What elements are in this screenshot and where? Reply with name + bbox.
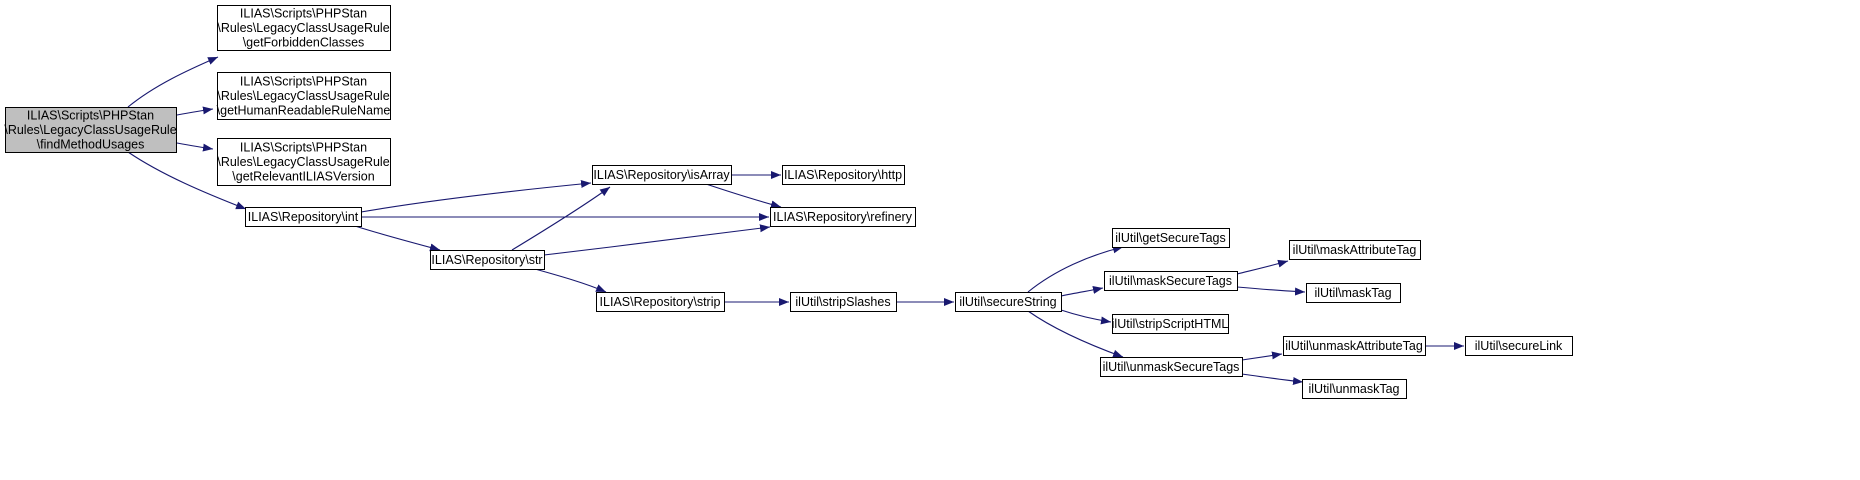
node-box	[1112, 228, 1230, 248]
node-label-line: \getHumanReadableRuleName	[217, 104, 391, 118]
node-label-line: ILIAS\Repository\http	[784, 168, 902, 182]
node-int[interactable]: ILIAS\Repository\int	[245, 207, 362, 227]
edge-unmasksecuretags-to-unmaskattr	[1241, 351, 1283, 361]
edge-str-to-isarray	[511, 186, 611, 251]
node-label-line: \findMethodUsages	[37, 138, 145, 152]
node-str[interactable]: ILIAS\Repository\str	[430, 250, 545, 270]
node-refinery[interactable]: ILIAS\Repository\refinery	[770, 207, 916, 227]
edge-masksecuretags-to-masktag	[1236, 286, 1306, 296]
node-box	[1302, 379, 1407, 399]
edge-str-to-strip	[534, 268, 607, 293]
node-relevant[interactable]: ILIAS\Scripts\PHPStan\Rules\LegacyClassU…	[217, 138, 391, 186]
node-label-line: ilUtil\stripSlashes	[795, 295, 890, 309]
edge-str-to-refinery	[543, 224, 771, 256]
node-label-line: ilUtil\maskSecureTags	[1109, 274, 1232, 288]
node-box	[1465, 336, 1573, 356]
node-box	[782, 165, 905, 185]
node-box	[430, 250, 545, 270]
node-unmasksecuretags[interactable]: ilUtil\unmaskSecureTags	[1100, 357, 1243, 377]
node-label-line: \getForbiddenClasses	[243, 36, 365, 50]
edge-find-to-relevant	[176, 142, 214, 152]
edge-securestring-to-masksecuretags	[1060, 286, 1104, 297]
node-box	[1112, 314, 1229, 334]
node-label-line: ilUtil\getSecureTags	[1115, 231, 1225, 245]
node-box	[1289, 240, 1421, 260]
node-box	[596, 292, 725, 312]
node-label-line: ilUtil\maskTag	[1314, 286, 1391, 300]
node-box	[790, 292, 897, 312]
edge-securestring-to-stripscript	[1060, 309, 1112, 325]
node-box	[1100, 357, 1243, 377]
edge-find-to-forbidden	[127, 56, 219, 108]
node-label-line: ILIAS\Scripts\PHPStan	[240, 75, 367, 89]
node-label-line: ilUtil\unmaskSecureTags	[1103, 360, 1240, 374]
node-isarray[interactable]: ILIAS\Repository\isArray	[592, 165, 732, 185]
edge-int-to-isarray	[360, 180, 592, 213]
node-stripslashes[interactable]: ilUtil\stripSlashes	[790, 292, 897, 312]
node-label-line: ilUtil\secureString	[959, 295, 1056, 309]
node-securelink[interactable]: ilUtil\secureLink	[1465, 336, 1573, 356]
node-box	[592, 165, 732, 185]
edges-layer	[127, 56, 1464, 385]
node-label-line: ILIAS\Scripts\PHPStan	[240, 141, 367, 155]
node-maskattr[interactable]: ilUtil\maskAttributeTag	[1289, 240, 1421, 260]
node-box	[770, 207, 916, 227]
node-getsecuretags[interactable]: ilUtil\getSecureTags	[1112, 228, 1230, 248]
node-label-line: ilUtil\secureLink	[1475, 339, 1563, 353]
edge-masksecuretags-to-maskattr	[1236, 259, 1289, 275]
node-box	[217, 5, 391, 51]
node-label-line: ILIAS\Repository\refinery	[773, 210, 913, 224]
node-label-line: ILIAS\Repository\str	[431, 253, 542, 267]
node-label-line: ILIAS\Repository\isArray	[593, 168, 730, 182]
nodes-layer: ILIAS\Scripts\PHPStan\Rules\LegacyClassU…	[4, 5, 1573, 399]
node-label-line: \getRelevantILIASVersion	[232, 170, 374, 184]
node-label-line: \Rules\LegacyClassUsageRule	[217, 155, 389, 169]
node-securestring[interactable]: ilUtil\secureString	[955, 292, 1062, 312]
node-label-line: \Rules\LegacyClassUsageRule	[4, 123, 176, 137]
edge-securestring-to-getsecuretags	[1027, 245, 1124, 293]
node-box	[1283, 336, 1426, 356]
edge-int-to-str	[354, 225, 441, 252]
node-masktag[interactable]: ilUtil\maskTag	[1306, 283, 1401, 303]
node-unmaskattr[interactable]: ilUtil\unmaskAttributeTag	[1283, 336, 1426, 356]
edge-unmasksecuretags-to-unmasktag	[1241, 373, 1304, 385]
node-label-line: \Rules\LegacyClassUsageRule	[217, 89, 389, 103]
node-unmasktag[interactable]: ilUtil\unmaskTag	[1302, 379, 1407, 399]
node-human[interactable]: ILIAS\Scripts\PHPStan\Rules\LegacyClassU…	[217, 72, 391, 120]
node-label-line: ilUtil\stripScriptHTML	[1112, 317, 1229, 331]
edge-find-to-human	[176, 106, 214, 116]
node-forbidden[interactable]: ILIAS\Scripts\PHPStan\Rules\LegacyClassU…	[217, 5, 391, 51]
node-masksecuretags[interactable]: ilUtil\maskSecureTags	[1104, 271, 1238, 291]
node-label-line: ilUtil\maskAttributeTag	[1293, 243, 1417, 257]
node-label-line: ILIAS\Repository\strip	[600, 295, 721, 309]
edge-find-to-int	[127, 151, 247, 210]
node-label-line: ILIAS\Repository\int	[248, 210, 359, 224]
node-find[interactable]: ILIAS\Scripts\PHPStan\Rules\LegacyClassU…	[4, 107, 177, 153]
node-stripscript[interactable]: ilUtil\stripScriptHTML	[1112, 314, 1229, 334]
edge-isarray-to-refinery	[705, 183, 782, 209]
node-box	[1306, 283, 1401, 303]
edge-securestring-to-unmasksecuretags	[1027, 310, 1124, 358]
node-box	[245, 207, 362, 227]
node-label-line: ILIAS\Scripts\PHPStan	[240, 7, 367, 21]
node-label-line: \Rules\LegacyClassUsageRule	[217, 21, 389, 35]
node-label-line: ILIAS\Scripts\PHPStan	[27, 109, 154, 123]
node-box	[955, 292, 1062, 312]
node-http[interactable]: ILIAS\Repository\http	[782, 165, 905, 185]
node-box	[217, 138, 391, 186]
node-box	[1104, 271, 1238, 291]
node-strip[interactable]: ILIAS\Repository\strip	[596, 292, 725, 312]
node-box	[5, 107, 177, 153]
node-label-line: ilUtil\unmaskTag	[1308, 382, 1399, 396]
node-box	[217, 72, 391, 120]
node-label-line: ilUtil\unmaskAttributeTag	[1285, 339, 1423, 353]
